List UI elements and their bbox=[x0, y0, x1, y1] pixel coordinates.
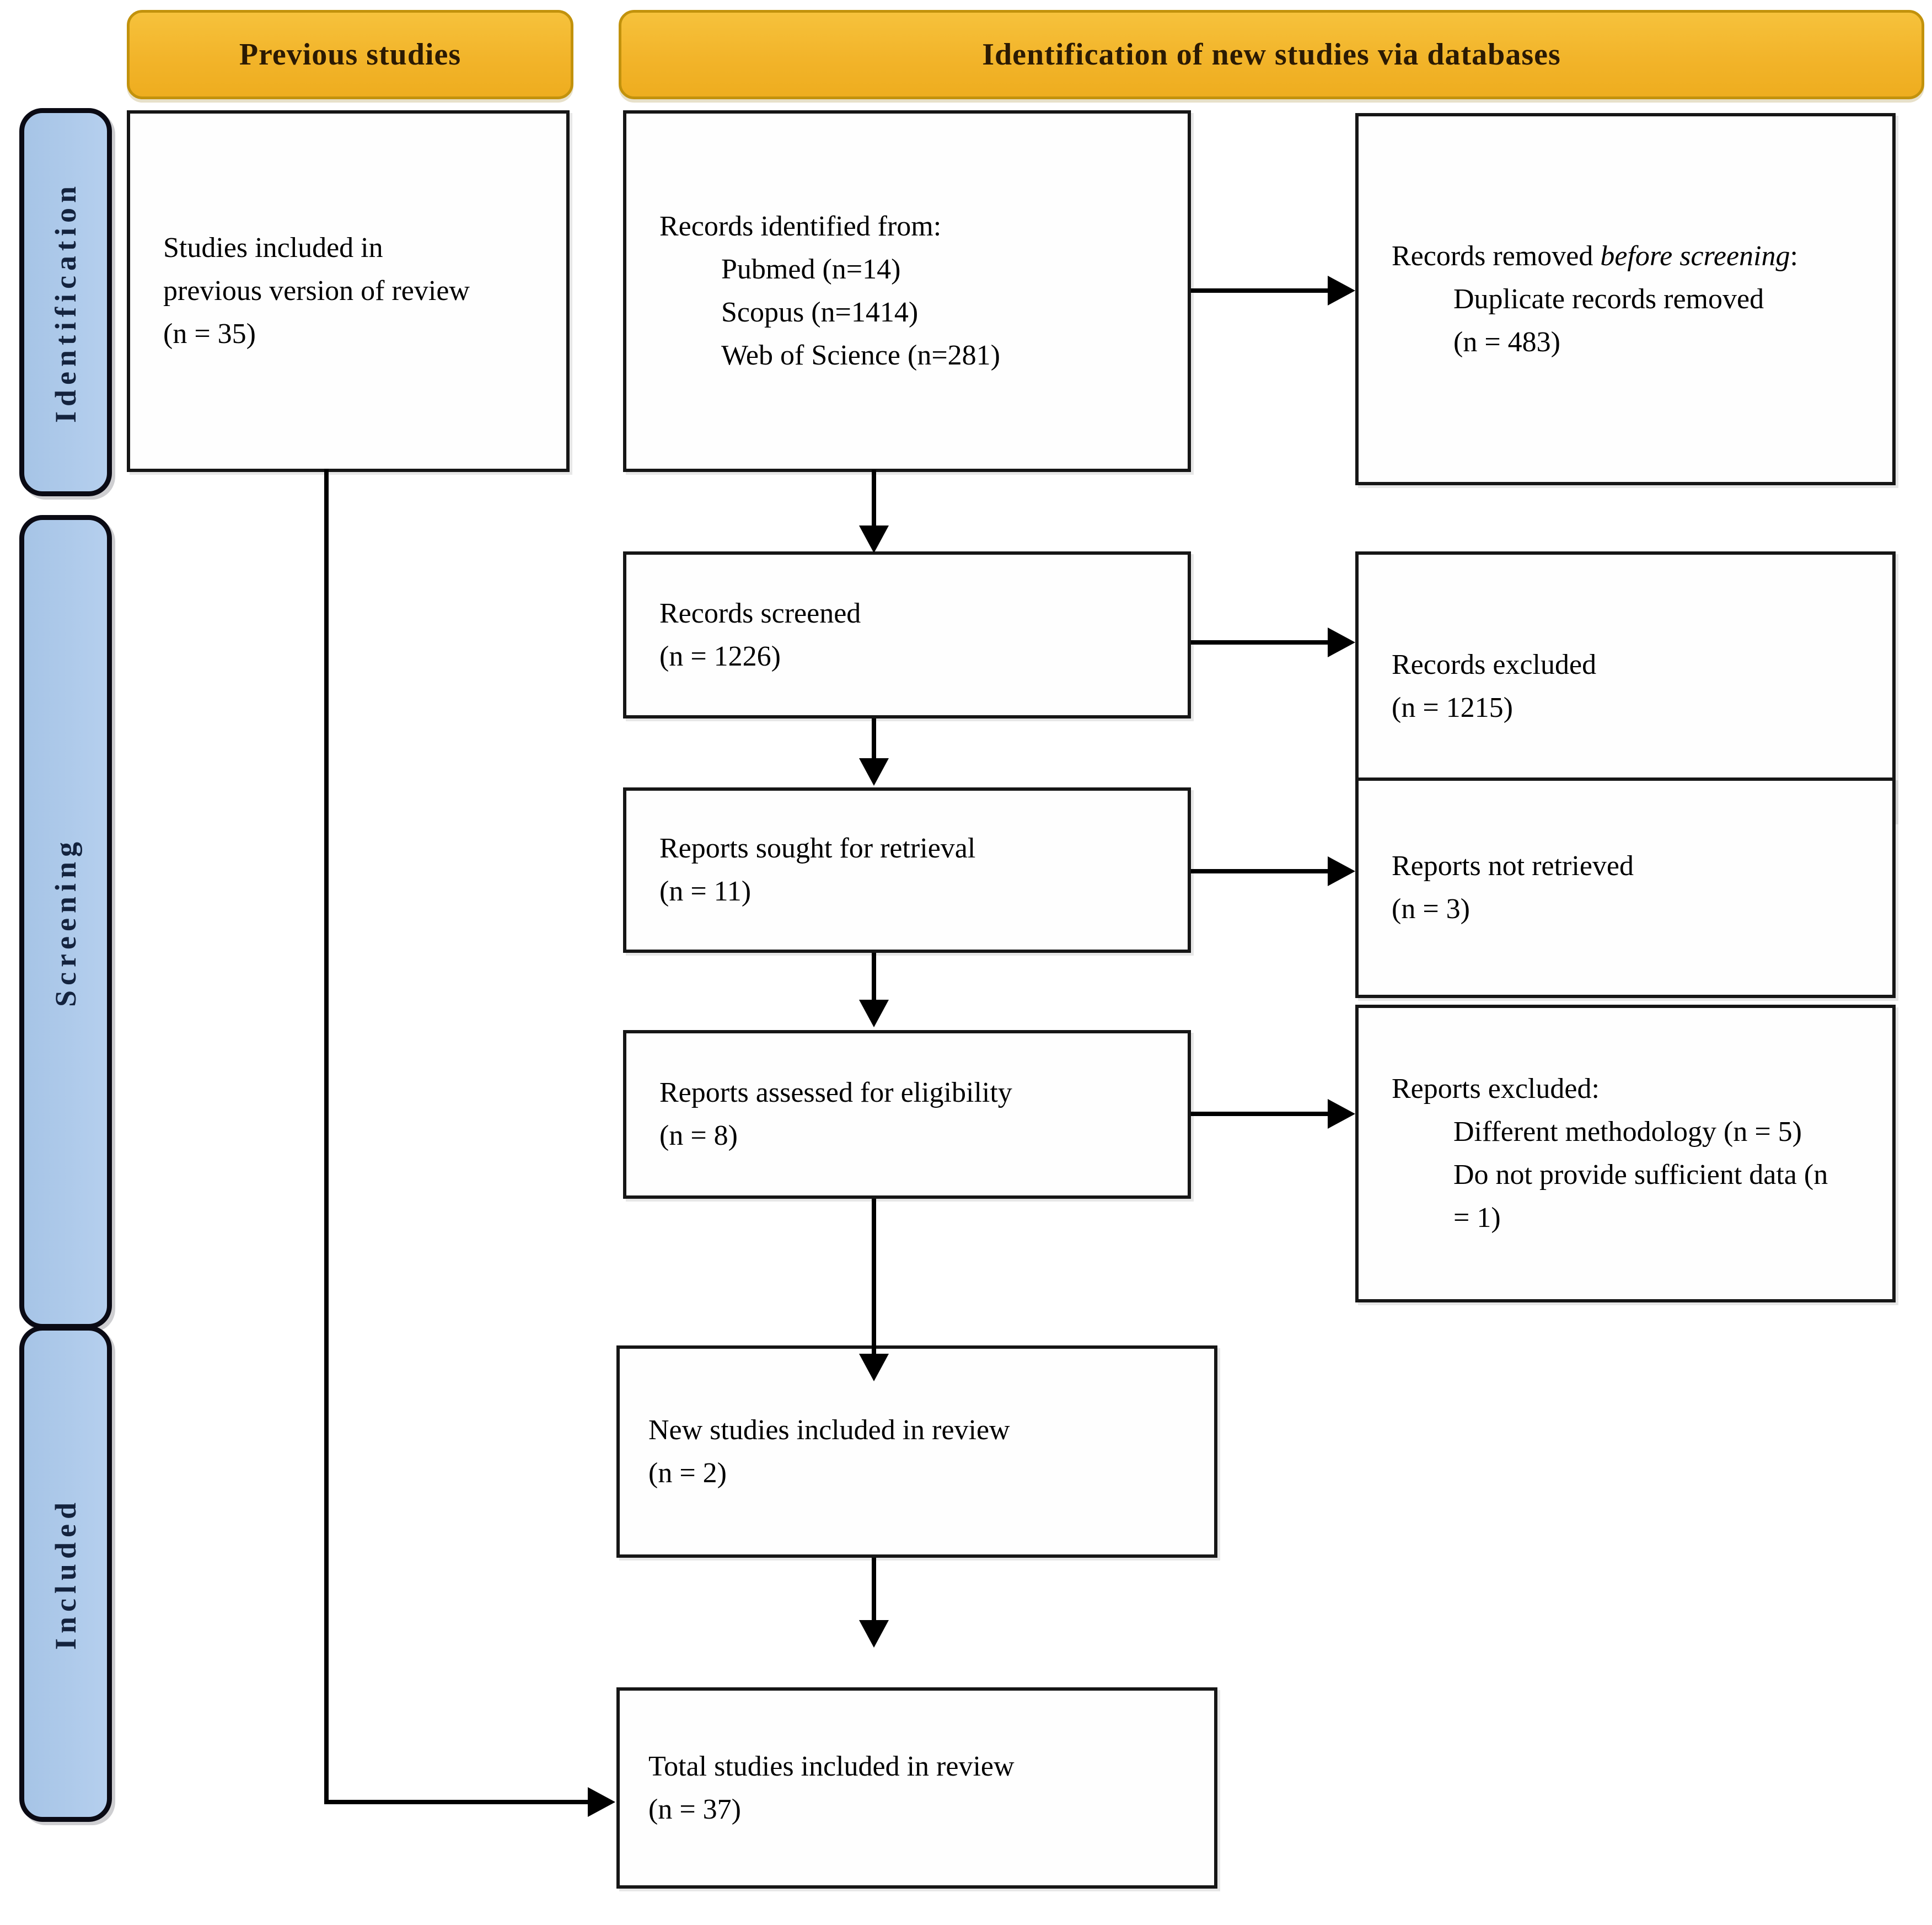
arrow-down-icon bbox=[859, 1000, 889, 1027]
box-records-excluded-line: Records excluded bbox=[1392, 649, 1597, 680]
box-reports-excluded-title: Reports excluded: bbox=[1392, 1073, 1600, 1104]
box-new-studies: New studies included in review (n = 2) bbox=[616, 1345, 1217, 1558]
box-reports-not-retrieved-count: (n = 3) bbox=[1392, 893, 1470, 925]
header-new-studies-label: Identification of new studies via databa… bbox=[982, 37, 1561, 72]
stage-tab-identification-label: Identification bbox=[49, 181, 82, 423]
stage-tab-screening: Screening bbox=[19, 515, 112, 1329]
records-removed-italic: before screening bbox=[1600, 240, 1790, 272]
header-previous-studies-label: Previous studies bbox=[239, 37, 461, 72]
box-previous-studies-line: previous version of review bbox=[163, 275, 470, 307]
arrow-identified-to-screened-shaft bbox=[872, 470, 876, 527]
header-new-studies: Identification of new studies via databa… bbox=[619, 10, 1924, 99]
box-reports-excluded-reason: Do not provide sufficient data (n bbox=[1453, 1159, 1828, 1191]
stage-tab-identification: Identification bbox=[19, 108, 112, 496]
box-previous-studies-line: Studies included in bbox=[163, 232, 383, 264]
box-reports-sought-line: Reports sought for retrieval bbox=[659, 833, 976, 864]
arrow-right-icon bbox=[1328, 276, 1355, 305]
box-reports-assessed: Reports assessed for eligibility (n = 8) bbox=[623, 1030, 1191, 1199]
stage-tab-included: Included bbox=[19, 1326, 112, 1822]
box-reports-assessed-line: Reports assessed for eligibility bbox=[659, 1077, 1012, 1108]
arrow-new-to-total-shaft bbox=[872, 1558, 876, 1622]
box-reports-excluded-reason: = 1) bbox=[1453, 1202, 1501, 1234]
box-records-removed-count: (n = 483) bbox=[1453, 326, 1560, 358]
box-records-removed-title: Records removed before screening: bbox=[1392, 240, 1798, 272]
box-records-excluded: Records excluded (n = 1215) bbox=[1355, 551, 1896, 822]
connector-previous-to-total-vertical bbox=[324, 469, 329, 1804]
box-records-identified-source: Pubmed (n=14) bbox=[721, 254, 901, 285]
arrow-screened-to-excluded-shaft bbox=[1191, 640, 1329, 645]
box-records-screened-count: (n = 1226) bbox=[659, 640, 781, 672]
box-records-removed-item: Duplicate records removed bbox=[1453, 283, 1764, 315]
box-records-identified-source: Scopus (n=1414) bbox=[721, 297, 919, 328]
connector-previous-to-total-horizontal bbox=[324, 1800, 589, 1804]
box-new-studies-count: (n = 2) bbox=[648, 1457, 727, 1489]
arrow-sought-to-assessed-shaft bbox=[872, 953, 876, 1001]
arrow-identified-to-removed-shaft bbox=[1191, 288, 1329, 293]
box-records-identified: Records identified from: Pubmed (n=14) S… bbox=[623, 110, 1191, 472]
box-records-identified-title: Records identified from: bbox=[659, 211, 942, 242]
box-total-studies: Total studies included in review (n = 37… bbox=[616, 1687, 1217, 1889]
stage-tab-included-label: Included bbox=[49, 1497, 82, 1650]
box-reports-not-retrieved: Reports not retrieved (n = 3) bbox=[1355, 777, 1896, 998]
arrow-down-icon bbox=[859, 758, 889, 786]
arrow-sought-to-notretrieved-shaft bbox=[1191, 869, 1329, 873]
arrow-right-icon bbox=[1328, 1099, 1355, 1129]
arrow-down-icon bbox=[859, 1620, 889, 1648]
arrow-screened-to-sought-shaft bbox=[872, 718, 876, 759]
box-previous-studies: Studies included in previous version of … bbox=[127, 110, 570, 472]
box-reports-excluded-reason: Different methodology (n = 5) bbox=[1453, 1116, 1802, 1148]
box-records-screened-line: Records screened bbox=[659, 597, 861, 629]
box-reports-not-retrieved-line: Reports not retrieved bbox=[1392, 850, 1634, 882]
box-new-studies-line: New studies included in review bbox=[648, 1414, 1010, 1446]
arrow-right-icon bbox=[588, 1787, 615, 1817]
box-records-screened: Records screened (n = 1226) bbox=[623, 551, 1191, 718]
stage-tab-screening-label: Screening bbox=[49, 837, 82, 1007]
box-previous-studies-count: (n = 35) bbox=[163, 318, 256, 350]
box-records-removed: Records removed before screening: Duplic… bbox=[1355, 113, 1896, 485]
box-total-studies-line: Total studies included in review bbox=[648, 1750, 1015, 1782]
box-reports-assessed-count: (n = 8) bbox=[659, 1120, 738, 1151]
arrow-assessed-to-reportsexcluded-shaft bbox=[1191, 1112, 1329, 1116]
box-total-studies-count: (n = 37) bbox=[648, 1793, 741, 1825]
arrow-right-icon bbox=[1328, 628, 1355, 657]
header-previous-studies: Previous studies bbox=[127, 10, 573, 99]
box-reports-excluded: Reports excluded: Different methodology … bbox=[1355, 1005, 1896, 1302]
box-reports-sought-count: (n = 11) bbox=[659, 876, 752, 907]
box-records-identified-source: Web of Science (n=281) bbox=[721, 340, 1000, 371]
arrow-assessed-to-new-shaft bbox=[872, 1199, 876, 1355]
arrow-down-icon bbox=[859, 526, 889, 553]
arrow-down-icon bbox=[859, 1354, 889, 1381]
box-reports-sought: Reports sought for retrieval (n = 11) bbox=[623, 787, 1191, 953]
box-records-excluded-count: (n = 1215) bbox=[1392, 692, 1513, 723]
arrow-right-icon bbox=[1328, 856, 1355, 886]
